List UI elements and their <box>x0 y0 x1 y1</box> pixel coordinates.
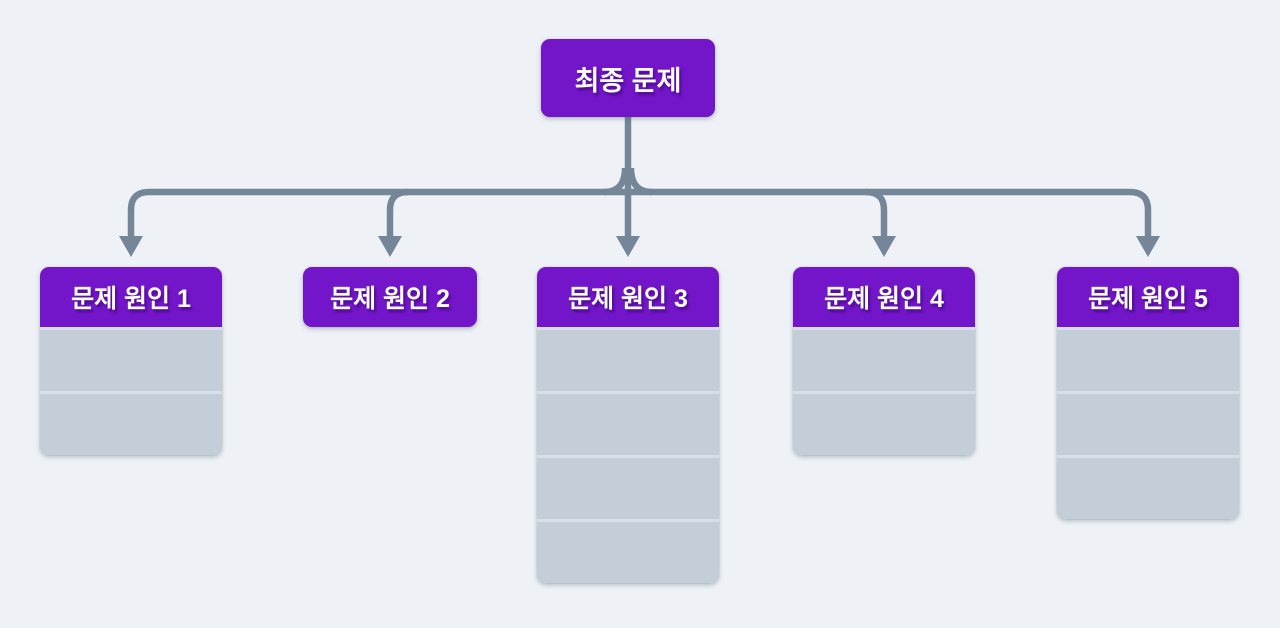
empty-row <box>537 519 719 583</box>
cause-card-1: 문제 원인 1 <box>40 267 222 455</box>
cause-label-3: 문제 원인 3 <box>568 285 688 313</box>
cause-label-5: 문제 원인 5 <box>1088 285 1208 313</box>
empty-row <box>1057 327 1239 391</box>
cause-card-3: 문제 원인 3 <box>537 267 719 583</box>
arrowhead-cause-4 <box>872 236 896 257</box>
cause-label-4: 문제 원인 4 <box>824 285 944 313</box>
cause-label-1: 문제 원인 1 <box>71 285 191 313</box>
trunk-fillet-right <box>627 167 653 196</box>
cause-card-5: 문제 원인 5 <box>1057 267 1239 519</box>
empty-row <box>1057 455 1239 519</box>
empty-row <box>537 327 719 391</box>
empty-row <box>1057 391 1239 455</box>
branch-stub-cause-4 <box>865 188 888 240</box>
trunk-fillet-left <box>603 167 629 196</box>
branch-corner-cause-5 <box>1129 188 1152 240</box>
empty-row <box>793 391 975 455</box>
empty-row <box>537 391 719 455</box>
root-problem-node: 최종 문제 <box>541 39 715 117</box>
cause-header-4: 문제 원인 4 <box>793 267 975 327</box>
empty-row <box>40 391 222 455</box>
arrowhead-cause-2 <box>378 236 402 257</box>
empty-row <box>40 327 222 391</box>
arrowhead-cause-3 <box>616 236 640 257</box>
branch-stub-cause-2 <box>386 188 409 240</box>
cause-label-2: 문제 원인 2 <box>330 285 450 313</box>
cause-card-4: 문제 원인 4 <box>793 267 975 455</box>
root-problem-label: 최종 문제 <box>574 65 682 96</box>
cause-card-2: 문제 원인 2 <box>303 267 477 327</box>
empty-row <box>793 327 975 391</box>
empty-row <box>537 455 719 519</box>
arrowhead-cause-1 <box>119 236 143 257</box>
cause-header-5: 문제 원인 5 <box>1057 267 1239 327</box>
cause-header-3: 문제 원인 3 <box>537 267 719 327</box>
branch-corner-cause-1 <box>127 188 150 240</box>
cause-header-1: 문제 원인 1 <box>40 267 222 327</box>
arrowhead-cause-5 <box>1136 236 1160 257</box>
cause-header-2: 문제 원인 2 <box>303 267 477 327</box>
